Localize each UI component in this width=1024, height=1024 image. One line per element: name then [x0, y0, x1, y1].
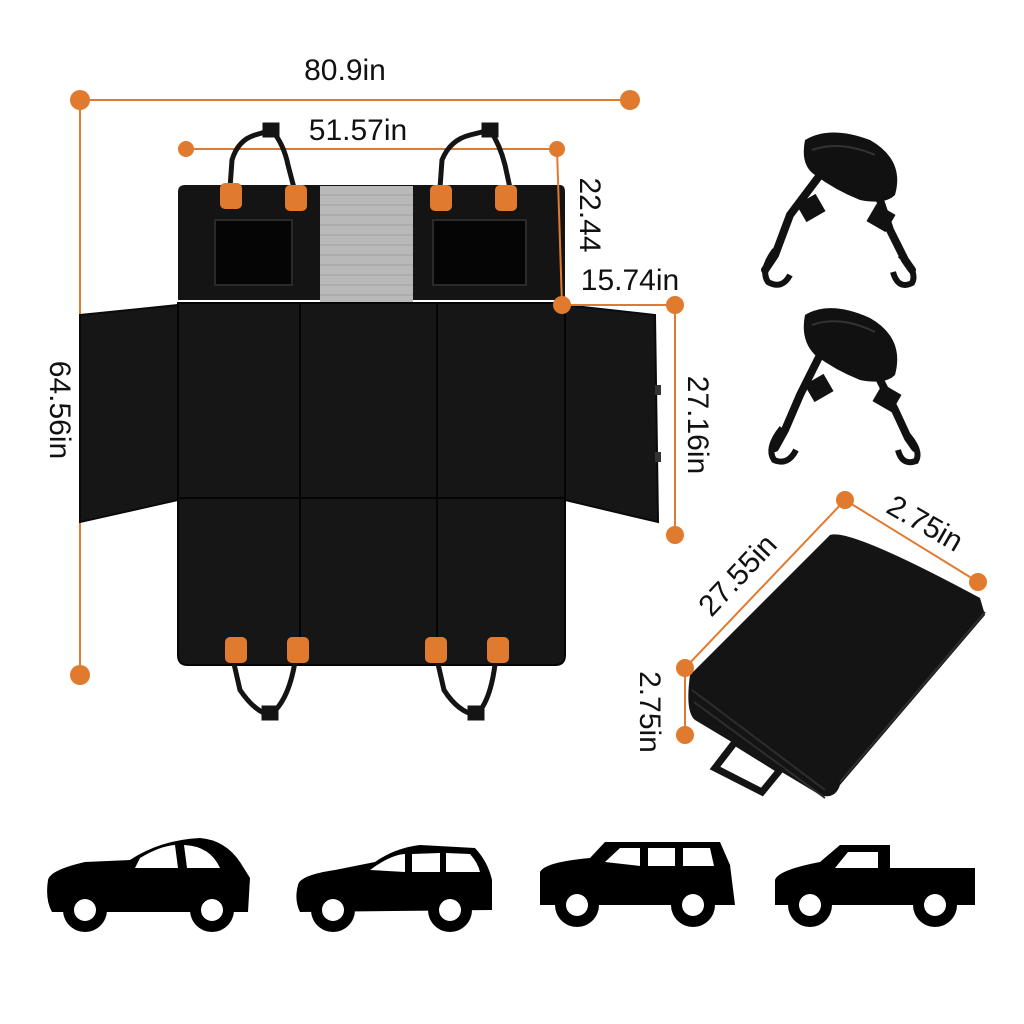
flap-clip-2 [655, 452, 661, 462]
seat-panel-bottom [177, 497, 566, 666]
folded-seat-cover [688, 534, 986, 799]
anchor-buckle-2 [287, 637, 309, 663]
seat-panel-top-middle [299, 302, 438, 499]
storage-pocket-right [432, 219, 527, 286]
flap-width-label: 15.74in [581, 264, 679, 297]
headrest-buckle-2 [285, 185, 307, 211]
wagon-icon [296, 845, 492, 932]
seat-cover-unfolded [79, 122, 661, 721]
pickup-truck-icon [775, 845, 975, 927]
flap-height-dimension: 27.16in [666, 305, 714, 544]
flap-clip-1 [655, 385, 661, 395]
headrest-strap-left [227, 122, 297, 191]
suv-icon [540, 842, 735, 927]
inner-width-label: 51.57in [309, 114, 407, 147]
total-width-dimension: 80.9in [70, 54, 640, 110]
seat-belt-strap-bottom [768, 308, 921, 466]
mesh-texture [320, 194, 413, 296]
flap-height-label: 27.16in [681, 376, 714, 474]
back-height-dimension: 22.44 [553, 148, 606, 314]
storage-pocket-left [214, 219, 293, 286]
anchor-buckle-4 [487, 637, 509, 663]
seat-anchor-strap-right [433, 652, 499, 721]
folded-thickness-label: 2.75in [633, 671, 666, 753]
anchor-buckle-1 [225, 637, 247, 663]
flap-width-dimension: 15.74in [562, 264, 684, 314]
total-height-dimension: 64.56in [43, 100, 90, 685]
seat-belt-strap-top [761, 132, 917, 288]
sedan-icon [47, 838, 250, 932]
total-height-label: 64.56in [43, 361, 76, 459]
carry-handle [709, 737, 786, 797]
headrest-buckle-3 [430, 185, 452, 211]
headrest-buckle-1 [220, 183, 242, 209]
seat-panel-top-left [177, 302, 301, 499]
total-width-label: 80.9in [304, 54, 386, 87]
back-height-label: 22.44 [573, 177, 606, 252]
side-flap-right [564, 303, 660, 524]
seat-anchor-strap-left [229, 652, 299, 721]
seat-panel-top-right [436, 302, 566, 499]
side-flap-left [79, 303, 179, 524]
folded-thickness-dimension: 2.75in [633, 668, 694, 753]
anchor-buckle-3 [425, 637, 447, 663]
headrest-strap-right [437, 122, 513, 191]
headrest-buckle-4 [495, 185, 517, 211]
